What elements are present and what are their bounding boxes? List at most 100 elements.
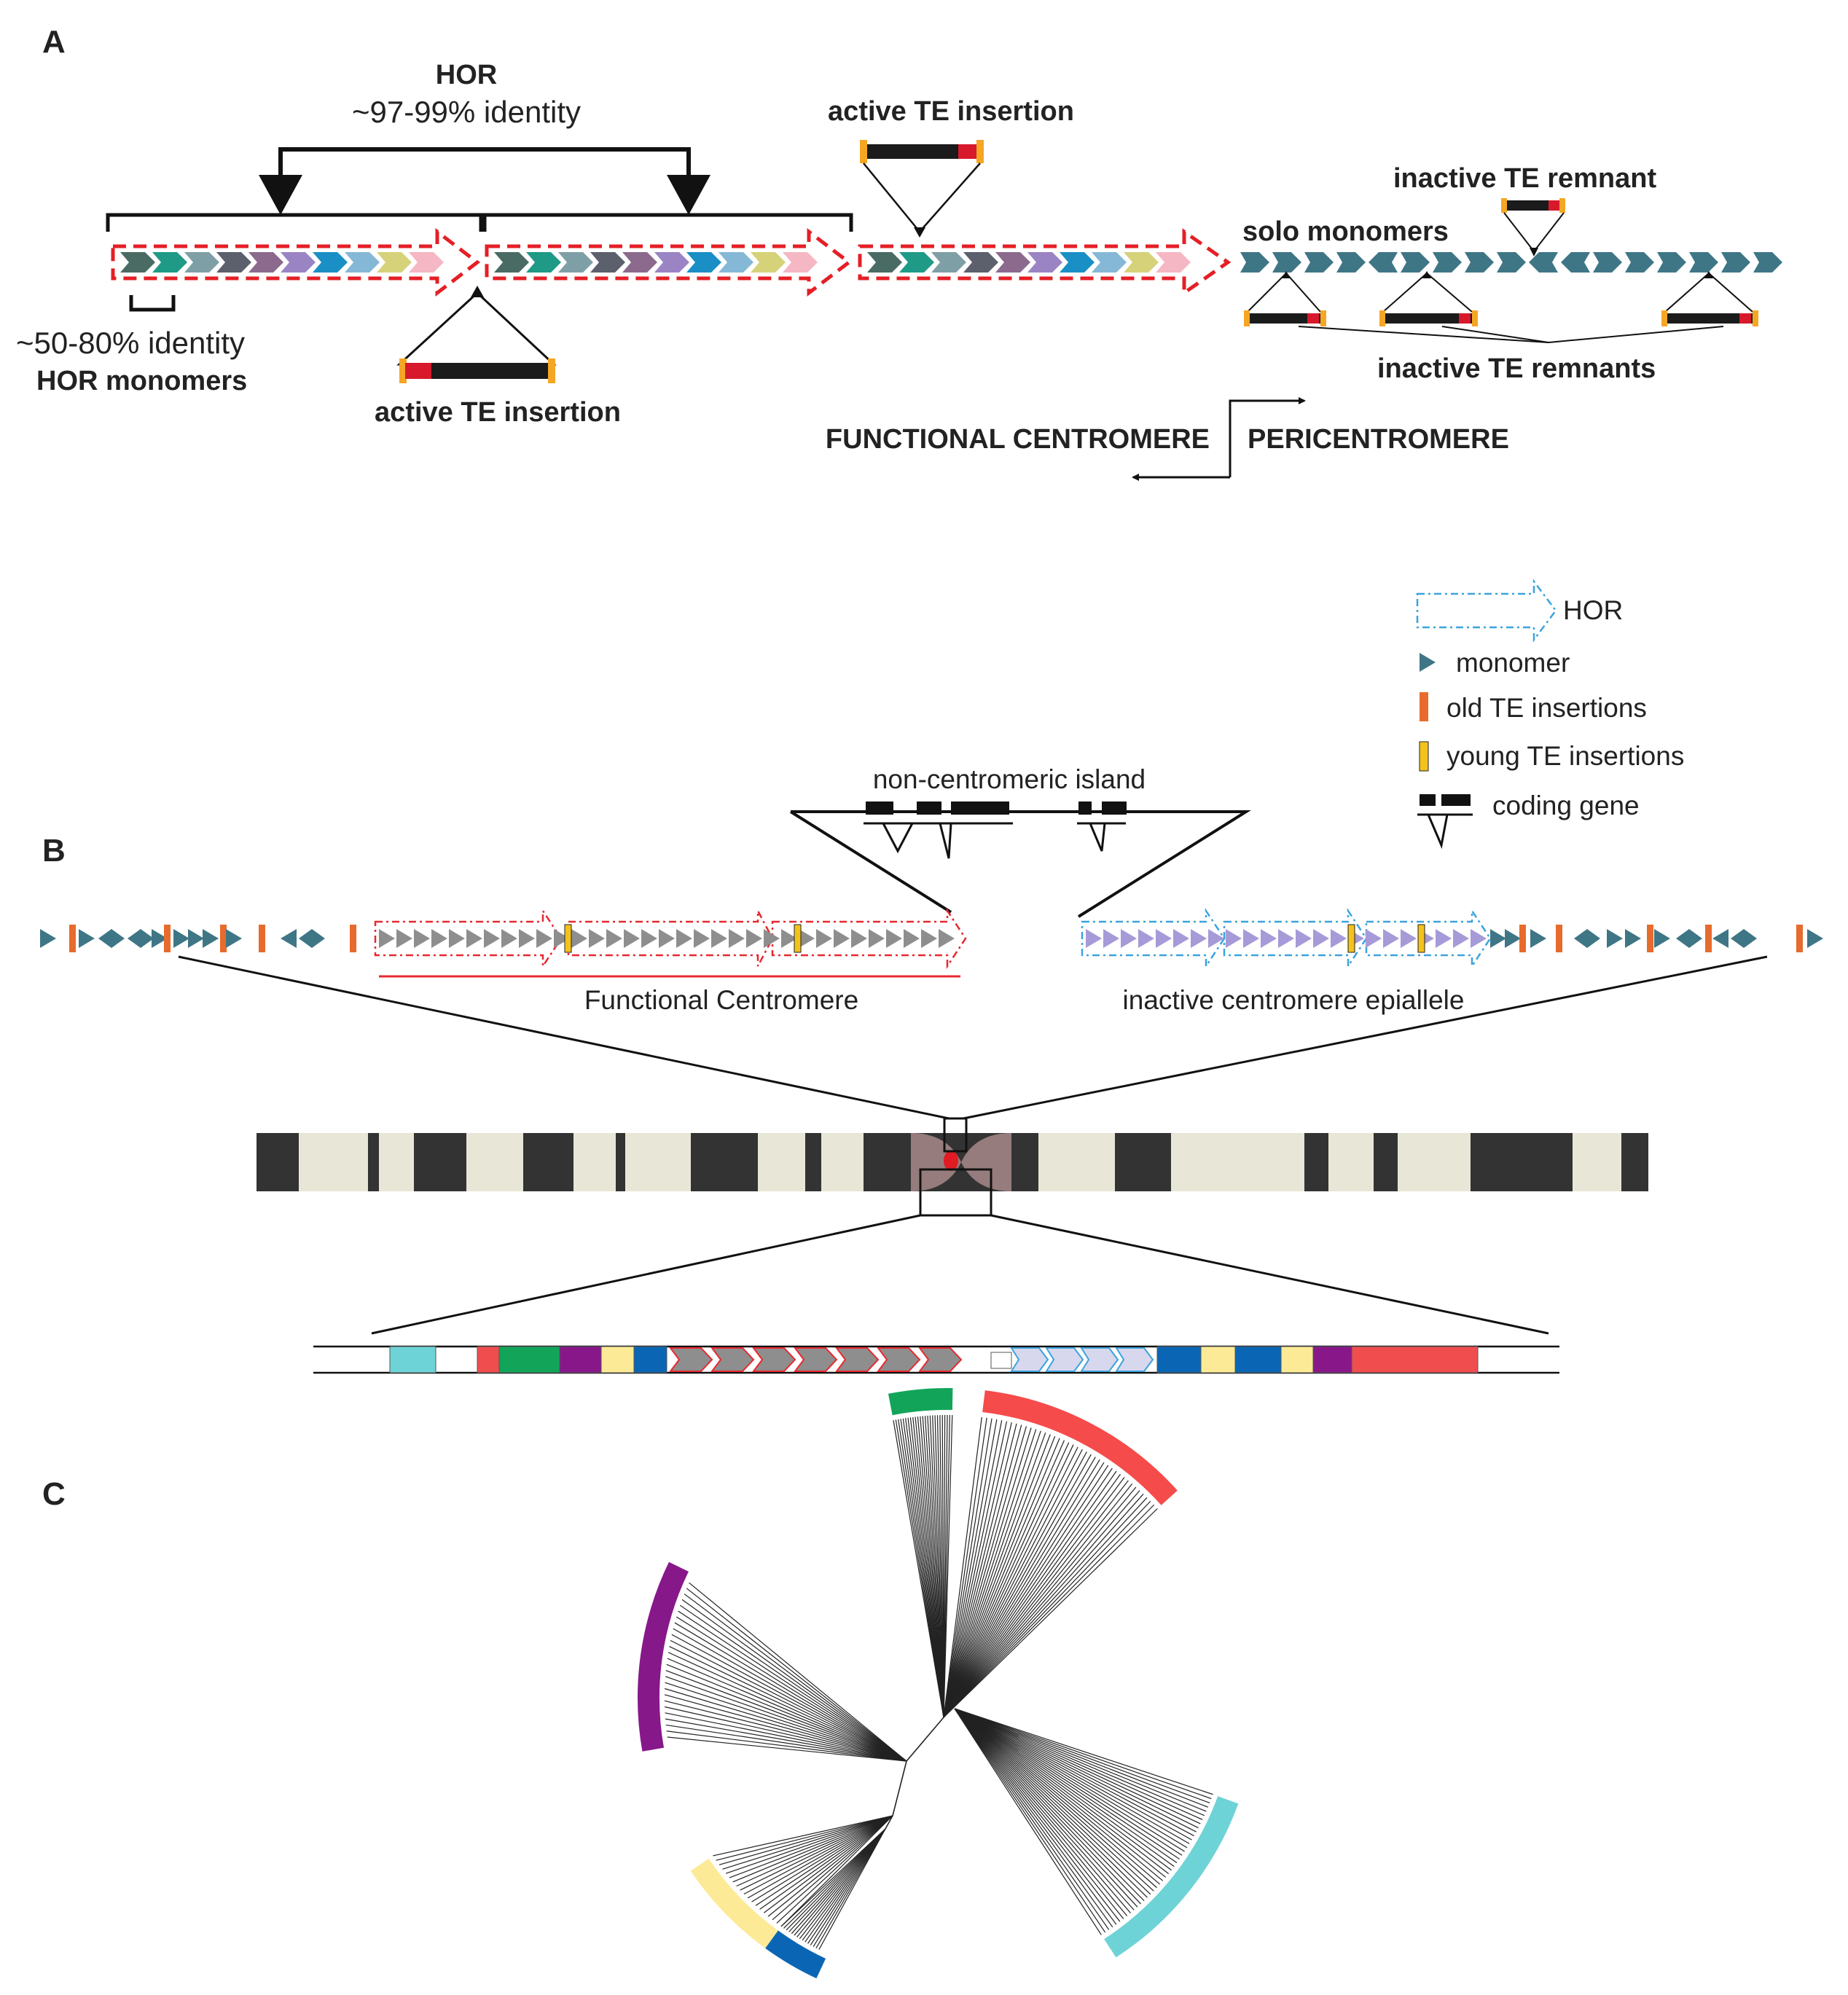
hor-monomer [1027,252,1062,273]
tree-branch [689,1582,907,1762]
tree-branch [943,1419,998,1718]
te-remnant-body [1665,313,1753,324]
track-monomer [554,929,570,948]
tree-branch [799,1828,886,1940]
te-remnant-body [1248,313,1320,324]
tree-branch [954,1708,1110,1930]
tree-trunk [885,1717,944,1830]
tree-branch [954,1708,1148,1898]
legend-coding-gene-symbol [1417,794,1473,850]
tree-branch [783,1828,886,1929]
legend-hor-label: HOR [1563,595,1623,625]
track-te [1556,925,1562,952]
tree-branch [767,1815,893,1917]
tree-branch [943,1415,953,1718]
lilac-hor-block [1045,1347,1084,1372]
track-monomer [904,929,920,948]
track-monomer [781,929,797,948]
tree-branch [954,1708,1197,1833]
track-monomer [1366,929,1382,948]
zoom-lines [178,955,1768,1335]
tree-branch [665,1676,907,1762]
te-remnant-tip [1422,271,1431,278]
tree-branch [665,1706,907,1762]
tree-branch [954,1708,1151,1895]
tree-branch [666,1731,907,1762]
track-monomer [571,929,587,948]
zoom-box-bottom [919,1168,992,1217]
track-monomer [40,929,56,948]
hor-brackets [106,213,853,232]
zoom-box-top [943,1117,968,1153]
hor-monomer [216,252,251,273]
chromosome-band [1621,1133,1648,1191]
te-remnant-tip [1282,271,1291,278]
tree-branch [943,1438,1060,1718]
clade-arc [638,1561,689,1752]
track-monomer [1676,929,1702,948]
track-monomer [1530,929,1546,948]
track-monomer [379,929,395,948]
tree-branch [665,1718,907,1762]
tree-branch [665,1724,907,1762]
hor-monomer [409,252,444,273]
chromosome-band [523,1133,573,1191]
chromosome-band [691,1133,758,1191]
functional-hor [374,907,563,970]
tree-branch [943,1421,1008,1718]
solo-monomer [1625,252,1654,273]
non-centromeric-island [789,801,1251,918]
tree-branch [667,1652,907,1762]
track-monomer [501,929,517,948]
genomic-block [559,1346,602,1373]
track-monomer [1121,929,1137,948]
gray-hor-block [752,1347,796,1372]
legend-monomer-symbol [1420,653,1436,672]
centromere-constriction [911,1133,961,1191]
track-monomer [1138,929,1154,948]
tree-branch [722,1815,893,1870]
hor-arrowhead-left [259,175,302,215]
tree-branch [954,1708,1170,1875]
hor-arrowhead-right [667,175,710,215]
track-te [1417,924,1425,953]
tree-branch [788,1828,886,1932]
tree-branch [676,1616,907,1762]
track-te [350,925,356,952]
track-monomer [152,929,168,948]
tree-branch [943,1429,1037,1718]
track-monomer [834,929,850,948]
track-te [164,925,171,952]
tree-branch [943,1497,1148,1718]
track-monomer [519,929,535,948]
hor-title: HOR [436,60,497,90]
tree-branch [943,1418,992,1718]
hor-monomer [931,252,966,273]
functional-hor [567,910,774,967]
track-te [1347,924,1355,953]
solo-monomer [1561,252,1590,273]
tree-branch [716,1815,893,1861]
tree-branch [943,1473,1121,1718]
tree-branch [666,1663,907,1762]
pericentromere-label: PERICENTROMERE [1248,424,1509,455]
tree-branch [786,1828,886,1931]
tree-branch [674,1622,907,1762]
gray-hor-block [835,1347,880,1372]
tree-branch [776,1815,893,1924]
tree-branch [954,1708,1210,1803]
track-monomer [589,929,605,948]
te-remnant-triangle [1382,272,1473,313]
track-monomer [851,929,867,948]
hor-monomer [120,252,155,273]
non-centromeric-island-label: non-centromeric island [873,764,1146,794]
tree-branch [743,1815,893,1895]
tree-branch [665,1688,907,1762]
track-monomer [98,929,125,948]
tree-branch [810,1828,886,1945]
track-monomer [1243,929,1259,948]
track-monomer [641,929,657,948]
tree-branch [678,1610,907,1762]
tree-branch [943,1432,1046,1718]
tree-branch [802,1828,886,1941]
